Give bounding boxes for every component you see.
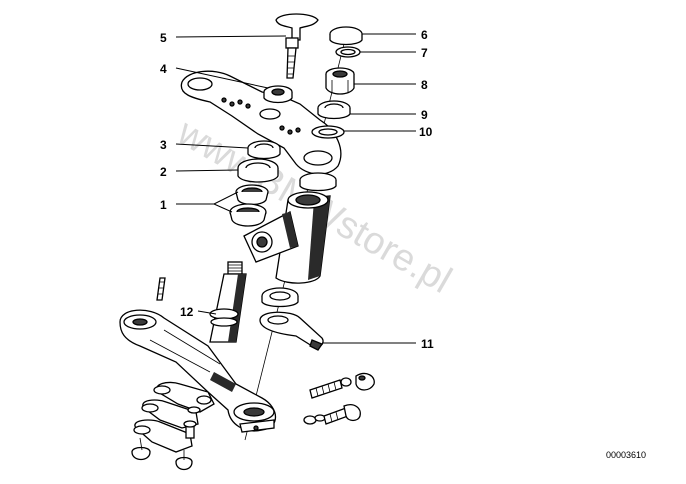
callout-12: 12 (180, 305, 194, 319)
part-3-seal-ring (247, 140, 281, 160)
frame-steering-head (243, 172, 337, 284)
part-1-taper-bearing-upper (235, 184, 269, 206)
part-12-steering-stem (209, 261, 247, 343)
part-7-washer (335, 46, 361, 58)
diagram-reference-number: 00003610 (606, 450, 646, 460)
part-5-adjuster-knob (275, 13, 319, 79)
callout-9: 9 (421, 108, 428, 122)
callout-10: 10 (419, 125, 433, 139)
locating-pin (156, 277, 166, 301)
callout-7: 7 (421, 46, 428, 60)
callout-2: 2 (160, 165, 167, 179)
part-6-cap (329, 26, 363, 46)
clamp-bolt-lower (303, 404, 361, 425)
callout-4: 4 (160, 62, 167, 76)
callout-11: 11 (421, 337, 434, 351)
part-8-nut (325, 67, 355, 95)
part-1-taper-bearing-lower (229, 203, 267, 227)
part-2-bearing-cup (237, 158, 279, 183)
callout-3: 3 (160, 138, 167, 152)
callout-1: 1 (160, 198, 167, 212)
part-9-ring-nut (317, 100, 351, 120)
callout-5: 5 (160, 31, 167, 45)
callout-6: 6 (421, 28, 428, 42)
part-10-washer (311, 125, 345, 139)
callout-8: 8 (421, 78, 428, 92)
part-11-damper-plate (259, 287, 324, 351)
part-4-upper-fork-bridge (180, 70, 342, 175)
mudguard-bracket-assembly (131, 381, 215, 471)
lower-fork-bridge (119, 309, 277, 433)
clamp-bolt-upper (309, 372, 375, 399)
